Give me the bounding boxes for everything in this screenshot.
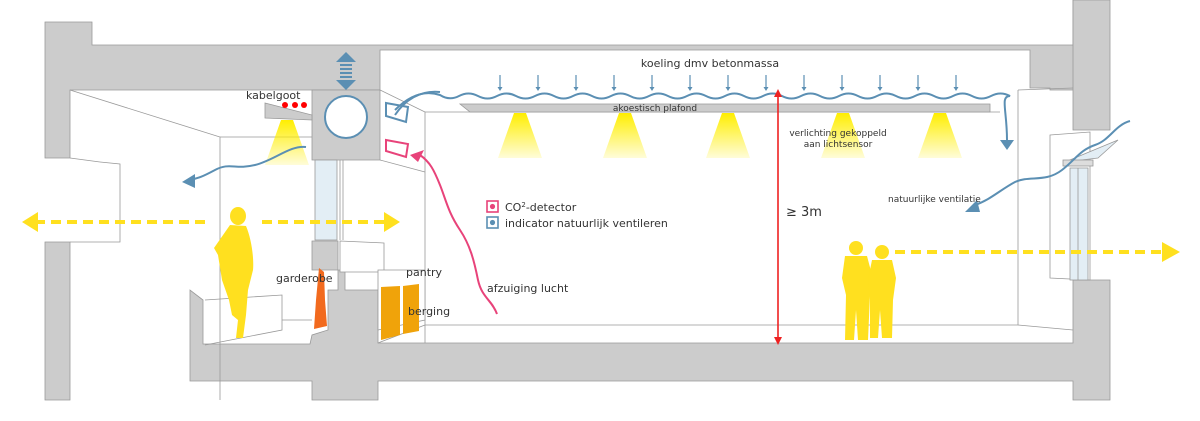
- left-window: [314, 159, 344, 241]
- cable-dot: [292, 102, 298, 108]
- pantry-label: pantry: [406, 266, 443, 279]
- light-cone-icon: [498, 113, 542, 158]
- exhaust-arrowhead-icon: [410, 150, 424, 162]
- lighting-label-line1: verlichting gekoppeld: [789, 129, 886, 139]
- cooling-arrowhead-icon: [573, 87, 579, 91]
- vertical-airflow-arrow-icon: [336, 52, 356, 90]
- legend-item-ventilation: indicator natuurlijk ventileren: [486, 216, 668, 230]
- light-cone-icon: [706, 113, 750, 158]
- storage-doors: [381, 284, 419, 340]
- floor-slab: [189, 240, 1111, 401]
- cooling-arrowhead-icon: [801, 87, 807, 91]
- cooling-arrowhead-icon: [535, 87, 541, 91]
- cooling-arrowhead-icon: [915, 87, 921, 91]
- legend-item-co2: CO2-detector: [486, 200, 577, 214]
- sensor-air-flow: [394, 90, 441, 116]
- cooling-arrowhead-icon: [687, 87, 693, 91]
- storage-label: berging: [408, 305, 450, 318]
- view-arrow-far-right-icon: [1162, 242, 1180, 262]
- natural-ventilation-flow: [974, 120, 1131, 206]
- cooling-arrowhead-icon: [649, 87, 655, 91]
- legend-co2-rest: -detector: [526, 201, 577, 214]
- ventilation-duct-icon: [324, 95, 368, 139]
- left-air-flow: [189, 145, 307, 181]
- cable-tray-label: kabelgoot: [246, 89, 301, 102]
- legend-ventilation-label: indicator natuurlijk ventileren: [505, 217, 668, 230]
- legend-co2-sup: 2: [521, 201, 525, 209]
- acoustic-ceiling: akoestisch plafond: [458, 103, 991, 114]
- lighting-label-line2: aan lichtsensor: [804, 140, 873, 150]
- children-icon: [842, 241, 896, 340]
- cable-dot: [301, 102, 307, 108]
- view-arrow-right-icon: [384, 212, 400, 232]
- cooling-arrowhead-icon: [839, 87, 845, 91]
- exhaust-air-flow: [419, 154, 498, 315]
- light-cone-icon: [265, 120, 309, 165]
- view-lines: [35, 220, 1165, 254]
- natural-ventilation-arrowhead-icon: [965, 200, 980, 212]
- light-cone-icon: [603, 113, 647, 158]
- co2-detector-icon: [385, 138, 410, 159]
- wardrobe-label: garderobe: [276, 272, 333, 285]
- light-cones: [265, 113, 962, 165]
- ventilation-indicator-icon: [385, 101, 410, 124]
- cooling-arrowhead-icon: [953, 87, 959, 91]
- acoustic-ceiling-label: akoestisch plafond: [613, 104, 697, 114]
- roof-slab: [44, 0, 1089, 159]
- coat-icon: [314, 268, 327, 329]
- cooling-arrowhead-icon: [763, 87, 769, 91]
- right-wall-upper: [1072, 0, 1111, 131]
- svg-text:CO2-detector: CO2-detector: [505, 201, 577, 214]
- cooling-arrowhead-icon: [877, 87, 883, 91]
- concrete-cooling-label: koeling dmv betonmassa: [641, 57, 779, 70]
- exhaust-air-label: afzuiging lucht: [487, 282, 569, 295]
- cooling-arrowhead-icon: [611, 87, 617, 91]
- legend-co2-main: CO: [505, 201, 522, 214]
- ceiling-height-label: ≥ 3m: [786, 205, 822, 220]
- ceiling-air-flow-arrowhead-icon: [1000, 140, 1014, 150]
- concrete-cooling-arrows: [497, 75, 959, 91]
- ceiling-height-marker: ≥ 3m: [774, 89, 822, 345]
- natural-ventilation-label: natuurlijke ventilatie: [888, 195, 981, 205]
- cable-tray: kabelgoot: [246, 89, 313, 121]
- person-standing-icon: [214, 207, 254, 338]
- cable-dot: [282, 102, 288, 108]
- left-wall-lower: [44, 241, 71, 401]
- view-arrow-left-icon: [22, 212, 38, 232]
- legend: CO2-detector indicator natuurlijk ventil…: [486, 200, 668, 230]
- cooling-arrowhead-icon: [725, 87, 731, 91]
- right-window: [1049, 131, 1119, 281]
- left-air-flow-arrowhead-icon: [182, 174, 195, 188]
- cooling-arrowhead-icon: [497, 87, 503, 91]
- light-cone-icon: [918, 113, 962, 158]
- light-cone-icon: [821, 113, 865, 158]
- ceiling-air-flow: [394, 92, 1011, 141]
